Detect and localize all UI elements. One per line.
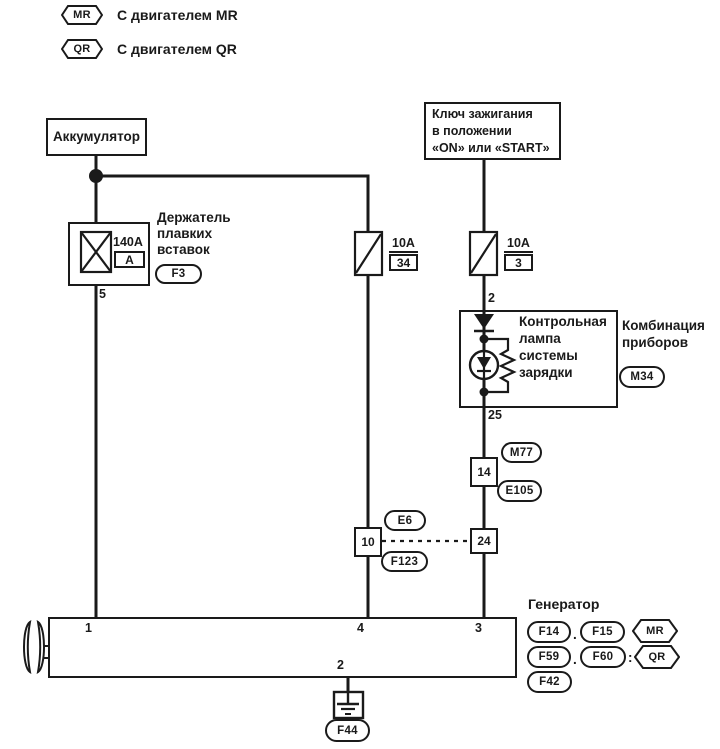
resistor-branch-icon [484,337,517,394]
fuse-34-icon [353,230,384,277]
fuse-right-number-box: 3 [504,254,533,271]
charge-warning-lamp-icon [468,349,500,381]
fusible-link-caption-3: вставок [157,242,210,257]
junction-dot [479,387,489,397]
legend-text-qr: С двигателем QR [117,41,237,57]
lamp-caption-4: зарядки [519,365,573,380]
wire-top-horizontal [96,174,370,232]
diode-icon [474,314,494,333]
pin-label-3: 3 [475,621,482,635]
ignition-line-3: «ON» или «START» [432,140,550,155]
engine-badge-label: QR [73,43,91,55]
legend-text-mr: С двигателем MR [117,7,238,23]
pulley-icon [23,619,49,675]
pin-label-25: 25 [488,408,502,422]
fusible-link-caption-1: Держатель [157,210,231,225]
separator: . [573,652,577,667]
lamp-caption-3: системы [519,348,578,363]
connector-badge-f15: F15 [580,621,625,643]
connector-badge-m77: M77 [501,442,542,463]
connector-badge-f3: F3 [155,264,202,284]
connector-badge-f59: F59 [527,646,571,668]
combination-name-2: приборов [622,335,689,350]
engine-badge-label: MR [73,9,91,21]
pin-label-1: 1 [85,621,92,635]
connector-badge-f14: F14 [527,621,571,643]
pin-label-5: 5 [99,287,106,301]
fusible-link-holder-box [68,222,150,286]
ignition-line-2: в положении [432,123,512,138]
connector-badge-m34: M34 [619,366,665,388]
engine-badge-label: QR [648,651,666,663]
pin-label-4: 4 [357,621,364,635]
connector-badge-f42: F42 [527,671,572,693]
connector-badge-f44: F44 [325,719,370,742]
connector-box-24: 24 [470,528,498,554]
pin-label-2-generator: 2 [337,658,344,672]
connector-badge-e105: E105 [497,480,542,502]
engine-badge-mr-generator: MR [632,619,678,643]
engine-badge-qr: QR [61,39,103,59]
fusible-link-caption-2: плавких [157,226,213,241]
pin-label-2: 2 [488,291,495,305]
connector-badge-f123: F123 [381,551,428,572]
generator-label: Генератор [528,596,600,612]
battery-label: Аккумулятор [52,129,141,145]
ignition-box: Ключ зажигания в положении «ON» или «STA… [424,102,561,160]
engine-badge-label: MR [646,625,664,637]
ignition-line-1: Ключ зажигания [432,106,533,121]
fuse-right-rating: 10A [504,237,533,253]
lamp-caption-1: Контрольная [519,314,607,329]
connector-box-14: 14 [470,457,498,487]
battery-box: Аккумулятор [46,118,147,156]
fusible-link-letter-box: A [114,251,145,268]
separator: . [573,627,577,642]
junction-dot [89,169,103,183]
fuse-left-number-box: 34 [389,254,418,271]
fuse-left-rating: 10A [389,237,418,253]
lamp-caption-2: лампа [519,331,561,346]
ground-icon [332,690,365,720]
combination-name-1: Комбинация [622,318,705,333]
fuse-3-icon [468,230,499,277]
separator: : [628,650,633,665]
connector-badge-e6: E6 [384,510,426,531]
connector-badge-f60: F60 [580,646,626,668]
junction-dot [479,334,489,344]
fusible-link-icon [79,230,113,274]
connector-box-10: 10 [354,527,382,557]
engine-badge-mr: MR [61,5,103,25]
combination-meter-box [459,310,618,408]
engine-badge-qr-generator: QR [634,645,680,669]
fusible-link-rating: 140A [113,235,143,249]
generator-box [48,617,517,678]
